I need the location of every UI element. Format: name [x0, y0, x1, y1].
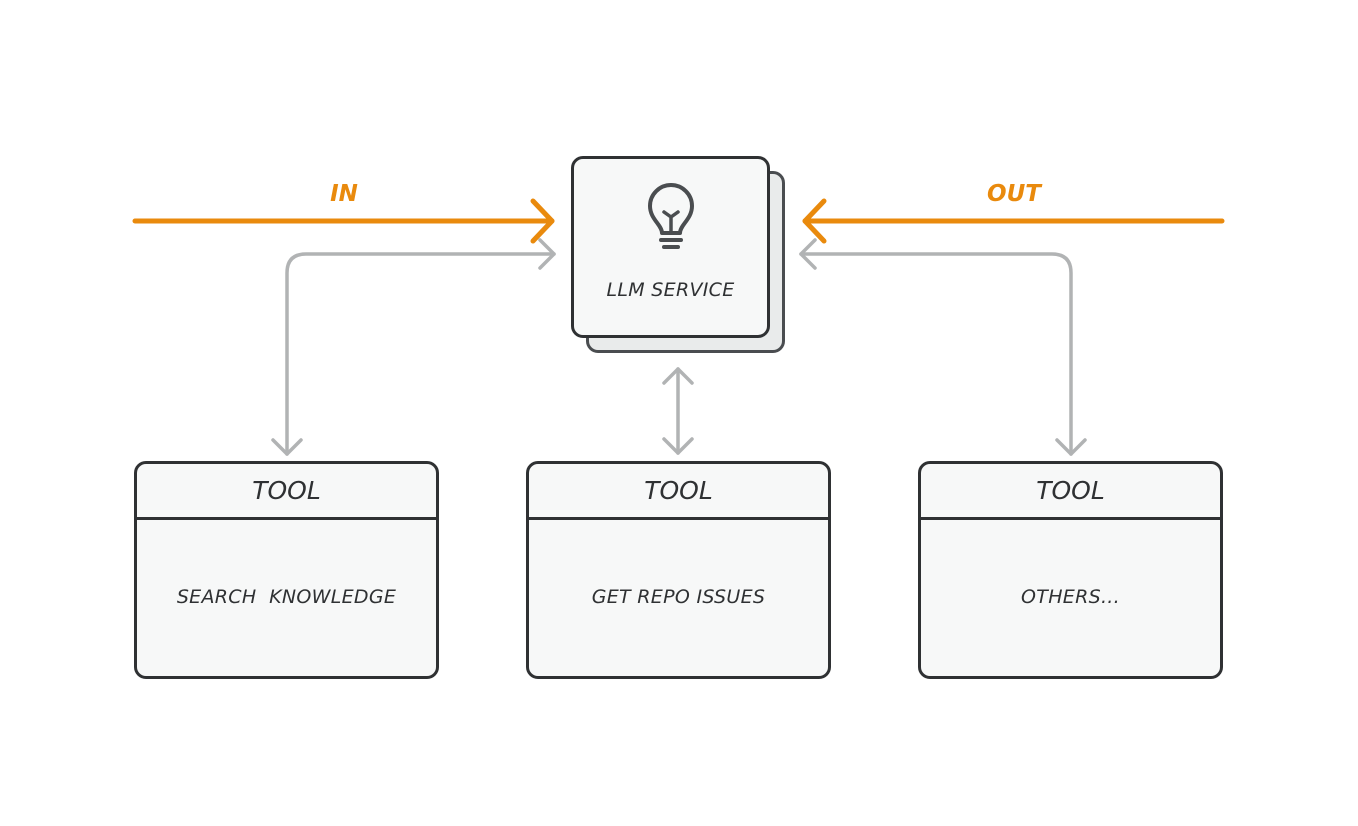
llm-service-box: LLM SERVICE: [571, 156, 770, 338]
tool-header: TOOL: [921, 464, 1220, 520]
tool-description: GET REPO ISSUES: [591, 586, 766, 608]
tool-box-get-repo-issues: TOOL GET REPO ISSUES: [526, 461, 831, 679]
connector-search-knowledge: [271, 238, 556, 456]
in-arrow-head: [530, 198, 555, 244]
arrowhead-to-tool: [1055, 438, 1087, 456]
arrowhead-to-llm: [799, 238, 817, 270]
arrowhead-to-llm: [662, 367, 694, 385]
out-label: OUT: [987, 181, 1041, 207]
arrowhead-to-tool: [271, 438, 303, 456]
tool-description: OTHERS...: [1021, 586, 1120, 608]
llm-service-label: LLM SERVICE: [606, 279, 735, 301]
arrowhead-to-llm: [538, 238, 556, 270]
connector-others: [799, 238, 1087, 456]
connector-line: [285, 252, 556, 456]
in-arrow: [132, 198, 555, 244]
tool-box-search-knowledge: TOOL SEARCH KNOWLEDGE: [134, 461, 439, 679]
tool-header: TOOL: [137, 464, 436, 520]
tool-box-others: TOOL OTHERS...: [918, 461, 1223, 679]
tool-description: SEARCH KNOWLEDGE: [176, 586, 397, 608]
lightbulb-icon: [648, 183, 694, 249]
connector-get-repo-issues: [662, 367, 694, 455]
tool-header: TOOL: [529, 464, 828, 520]
out-arrow-head: [802, 198, 827, 244]
out-arrow: [802, 198, 1225, 244]
in-label: IN: [330, 181, 358, 207]
arrowhead-to-tool: [662, 437, 694, 455]
connector-line: [799, 252, 1073, 456]
